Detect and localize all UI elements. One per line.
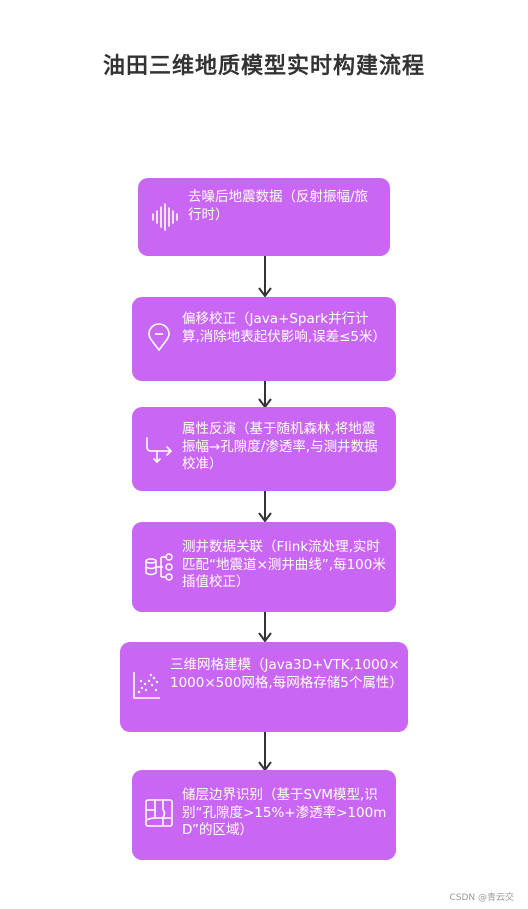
step-text-1: 去噪后地震数据（反射振幅/旅行时）	[188, 189, 369, 223]
step-text-3: 属性反演（基于随机森林,将地震振幅→孔隙度/渗透率,与测井数据校准）	[182, 421, 378, 472]
watermark: CSDN @青云交	[449, 893, 514, 903]
step-text-2: 偏移校正（Java+Spark并行计算,消除地表起伏影响,误差≤5米）	[182, 311, 386, 345]
arrow-5	[258, 732, 272, 772]
step-text-6: 储层边界识别（基于SVM模型,识别“孔隙度>15%+渗透率>100mD”的区域）	[182, 787, 387, 838]
step-box-3: 属性反演（基于随机森林,将地震振幅→孔隙度/渗透率,与测井数据校准）	[132, 407, 396, 491]
database-network-icon	[145, 553, 173, 581]
diagram-title: 油田三维地质模型实时构建流程	[102, 54, 425, 79]
arrow-4	[258, 612, 272, 643]
step-box-1: 去噪后地震数据（反射振幅/旅行时）	[138, 178, 390, 256]
arrow-1	[258, 256, 272, 298]
step-box-6: 储层边界识别（基于SVM模型,识别“孔隙度>15%+渗透率>100mD”的区域）	[132, 770, 396, 860]
sound-wave-icon	[152, 203, 178, 231]
map-grid-icon	[145, 799, 173, 827]
step-box-2: 偏移校正（Java+Spark并行计算,消除地表起伏影响,误差≤5米）	[132, 297, 396, 381]
arrow-3	[258, 491, 272, 523]
branch-arrow-icon	[146, 437, 172, 463]
location-pin-icon	[148, 323, 170, 352]
arrow-2	[258, 381, 272, 409]
scatter-plot-icon	[133, 672, 160, 699]
step-text-4: 测井数据关联（Flink流处理,实时匹配“地震道×测井曲线”,每100米插值校正…	[182, 539, 386, 590]
step-box-4: 测井数据关联（Flink流处理,实时匹配“地震道×测井曲线”,每100米插值校正…	[132, 522, 396, 612]
step-text-5: 三维网格建模（Java3D+VTK,1000×1000×500网格,每网格存储5…	[170, 657, 403, 691]
step-box-5: 三维网格建模（Java3D+VTK,1000×1000×500网格,每网格存储5…	[120, 642, 408, 732]
